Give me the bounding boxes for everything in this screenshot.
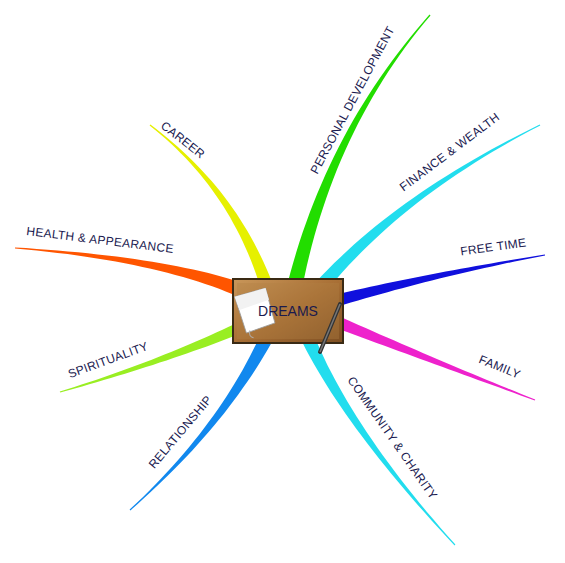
- pencil-icon: [320, 304, 340, 352]
- branch-label: FREE TIME: [459, 235, 527, 258]
- branch: [293, 317, 456, 545]
- branch-label: COMMUNITY & CHARITY: [344, 374, 440, 502]
- node-title: DREAMS: [232, 303, 344, 319]
- branch-label: HEALTH & APPEARANCE: [26, 224, 175, 256]
- branch-label: FAMILY: [477, 352, 523, 381]
- branch-label: RELATIONSHIP: [145, 393, 214, 472]
- branch-label: SPIRITUALITY: [66, 339, 150, 381]
- branch-label: CAREER: [158, 119, 207, 162]
- branch-label: PERSONAL DEVELOPMENT: [307, 24, 397, 176]
- branch: [318, 254, 545, 311]
- branch-label: FINANCE & WEALTH: [397, 110, 502, 194]
- central-box: DREAMS: [232, 278, 344, 344]
- branch: [15, 247, 269, 307]
